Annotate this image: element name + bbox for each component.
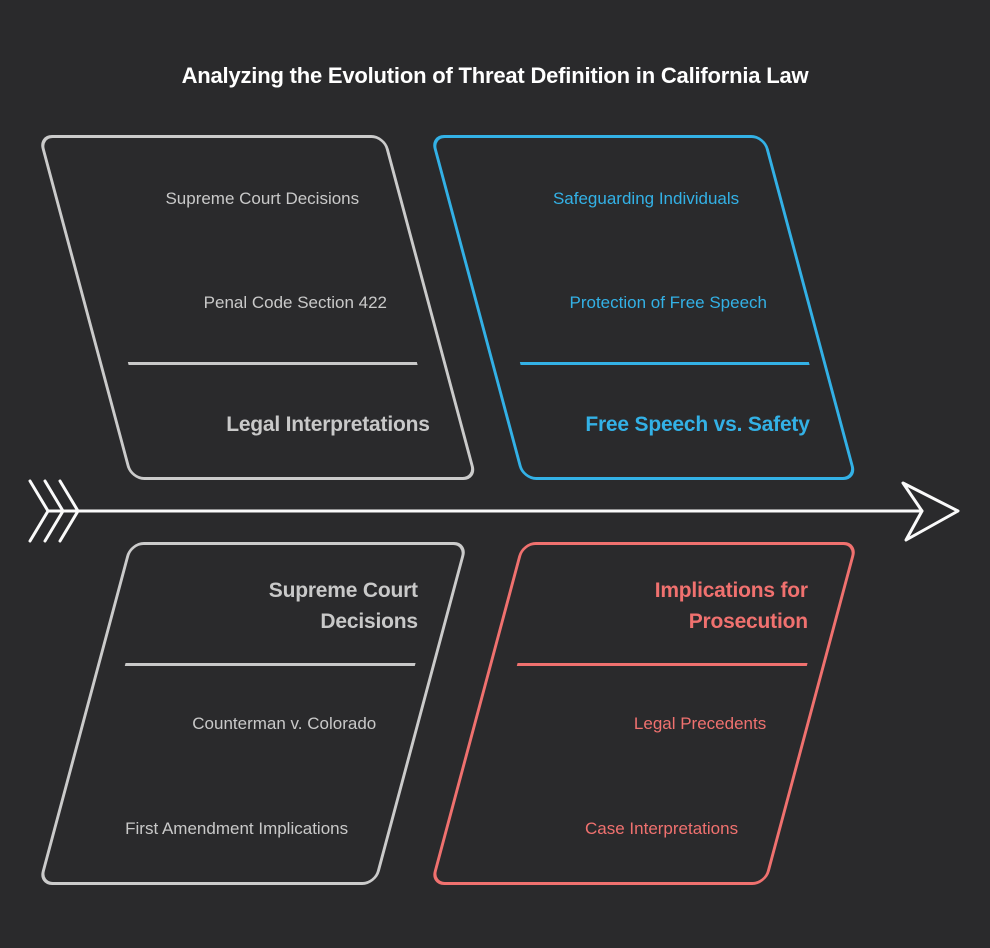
branch-divider: [127, 362, 418, 365]
branch-heading: Free Speech vs. Safety: [585, 413, 810, 436]
branch-item: Supreme Court Decisions: [165, 189, 360, 208]
branch-item: Protection of Free Speech: [569, 293, 768, 312]
diagram-title: Analyzing the Evolution of Threat Defini…: [181, 63, 809, 88]
open-arrowhead-icon: [901, 481, 960, 542]
branch-heading: Legal Interpretations: [226, 413, 430, 436]
branch-divider: [516, 663, 808, 666]
branch-item: First Amendment Implications: [125, 819, 349, 838]
branch-item: Case Interpretations: [585, 819, 739, 838]
branch-item: Safeguarding Individuals: [552, 189, 740, 208]
branch-item: Penal Code Section 422: [203, 293, 388, 312]
branch-item: Legal Precedents: [633, 714, 767, 733]
triple-chevron-icon: [28, 479, 80, 543]
branch-divider: [124, 663, 416, 666]
branch-heading: Supreme Court Decisions: [268, 579, 418, 633]
branch-divider: [519, 362, 810, 365]
branch-item: Counterman v. Colorado: [192, 714, 377, 733]
branch-heading: Implications for Prosecution: [654, 579, 808, 633]
